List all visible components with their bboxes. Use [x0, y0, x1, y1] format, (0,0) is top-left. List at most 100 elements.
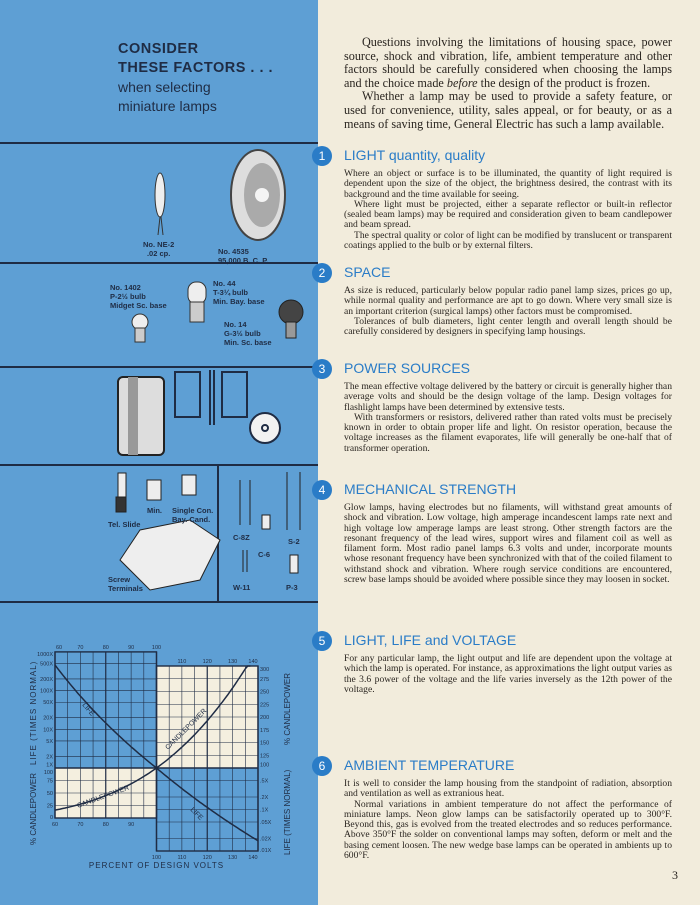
intro-text: the design of the product is frozen.	[477, 75, 651, 90]
intro: Questions involving the limitations of h…	[344, 35, 672, 147]
candlepower-tick-label: 200	[260, 715, 269, 721]
label-1402: No. 1402 P-2½ bulb Midget Sc. base	[110, 283, 167, 310]
section-paragraph: As size is reduced, particularly below p…	[344, 285, 672, 317]
chart-frame-right	[155, 665, 259, 852]
section-paragraph: For any particular lamp, the light outpu…	[344, 653, 672, 695]
candlepower-tick-label: 100	[44, 770, 53, 776]
lamp-44-image	[187, 281, 207, 323]
lamp-1402-image	[131, 313, 149, 343]
label-s2: S-2	[288, 537, 300, 546]
x-tick-label: 110	[177, 855, 186, 861]
section-heading: LIGHT quantity, quality	[344, 147, 486, 163]
x-tick-label: 100	[152, 645, 161, 651]
x-tick-label: 130	[228, 659, 237, 665]
text-column: Questions involving the limitations of h…	[312, 35, 672, 887]
label-c8z: C-8Z	[233, 533, 250, 542]
section-number-badge: 5	[312, 631, 332, 651]
section-paragraph: Tolerances of bulb diameters, light cent…	[344, 315, 672, 338]
life-tick-label: .2X	[260, 795, 269, 801]
section-paragraph: Glow lamps, having electrodes but no fil…	[344, 502, 672, 586]
life-tick-label: .5X	[260, 778, 269, 784]
label-c6: C-6	[258, 550, 271, 559]
section-number-badge: 3	[312, 359, 332, 379]
label-ne2: No. NE-2 .02 cp.	[143, 240, 175, 258]
x-tick-label: 140	[248, 659, 257, 665]
section-paragraph: It is well to consider the lamp housing …	[344, 778, 672, 800]
x-tick-label: 70	[77, 822, 83, 828]
label-w11: W-11	[233, 583, 251, 592]
life-tick-label: 10X	[43, 727, 53, 733]
candlepower-tick-label: 25	[47, 804, 53, 810]
divider	[0, 464, 318, 466]
divider	[0, 366, 318, 368]
section-number-badge: 2	[312, 263, 332, 283]
divider	[0, 601, 318, 603]
intro-emphasis: before	[446, 75, 478, 90]
section-number-badge: 1	[312, 146, 332, 166]
x-tick-label: 140	[248, 855, 257, 861]
life-tick-label: 1X	[46, 763, 53, 769]
divider	[0, 142, 318, 144]
curve-label: LIFE	[189, 806, 205, 822]
label-screw-terminals: Screw Terminals	[108, 575, 143, 593]
x-tick-label: 60	[52, 822, 58, 828]
x-tick-label: 90	[128, 822, 134, 828]
section-heading: POWER SOURCES	[344, 360, 471, 376]
x-tick-label: 80	[103, 822, 109, 828]
candlepower-axis-label: % CANDLEPOWER	[29, 773, 38, 845]
section-paragraph: Where an object or surface is to be illu…	[344, 168, 672, 200]
candlepower-tick-label: 75	[47, 779, 53, 785]
label-14: No. 14 G-3½ bulb Min. Sc. base	[224, 320, 272, 347]
x-tick-label: 90	[128, 645, 134, 651]
section: 3 POWER SOURCES The mean effective voltage…	[312, 359, 672, 481]
page-number: 3	[672, 868, 678, 882]
title-line: when selecting	[118, 79, 211, 95]
lamp-14-image	[278, 299, 304, 339]
section-number-badge: 6	[312, 756, 332, 776]
x-tick-label: 80	[103, 645, 109, 651]
life-tick-label: .02X	[260, 837, 272, 843]
section-heading: AMBIENT TEMPERATURE	[344, 757, 515, 773]
section-paragraph: Normal variations in ambient temperature…	[344, 798, 672, 862]
x-tick-label: 120	[203, 855, 212, 861]
title-line: miniature lamps	[118, 98, 217, 114]
section-number-badge: 4	[312, 480, 332, 500]
life-tick-label: 100X	[40, 689, 53, 695]
life-tick-label: 500X	[40, 662, 53, 668]
intro-text: Questions involving the limitations of h…	[344, 35, 672, 90]
label-44: No. 44 T-3¼ bulb Min. Bay. base	[213, 279, 265, 306]
x-tick-label: 70	[77, 645, 83, 651]
divider	[0, 262, 318, 264]
label-min: Min.	[147, 506, 162, 515]
sockets-bases-image	[115, 472, 301, 591]
candlepower-tick-label: 250	[260, 690, 269, 696]
life-tick-label: 50X	[43, 700, 53, 706]
candlepower-tick-label: 0	[50, 815, 53, 821]
life-axis-label: LIFE (TIMES NORMAL)	[29, 661, 38, 765]
label-single-con: Single Con. Bay. Cand.	[172, 506, 214, 524]
life-tick-label: 200X	[40, 677, 53, 683]
life-tick-label: .05X	[260, 820, 272, 826]
label-tel-slide: Tel. Slide	[108, 520, 141, 529]
x-tick-label: 110	[177, 659, 186, 665]
life-axis-label: LIFE (TIMES NORMAL)	[283, 769, 292, 855]
candlepower-tick-label: 225	[260, 702, 269, 708]
section-heading: SPACE	[344, 264, 391, 280]
title-line: THESE FACTORS . . .	[118, 60, 274, 76]
candlepower-axis-label: % CANDLEPOWER	[283, 673, 292, 745]
life-tick-label: .01X	[260, 848, 272, 854]
title-line: CONSIDER	[118, 41, 199, 57]
candlepower-tick-label: 275	[260, 677, 269, 683]
section-paragraph: With transformers or resistors, delivere…	[344, 411, 672, 454]
transformer-image	[174, 370, 281, 444]
x-tick-label: 130	[228, 855, 237, 861]
section-paragraph: The mean effective voltage delivered by …	[344, 381, 672, 413]
life-tick-label: 5X	[46, 739, 53, 745]
candlepower-tick-label: 175	[260, 728, 269, 734]
left-illustration-panel: CONSIDER THESE FACTORS . . . when select…	[0, 0, 318, 905]
section: 2 SPACE As size is reduced, particularly b…	[312, 263, 672, 360]
candlepower-tick-label: 50	[47, 791, 53, 797]
